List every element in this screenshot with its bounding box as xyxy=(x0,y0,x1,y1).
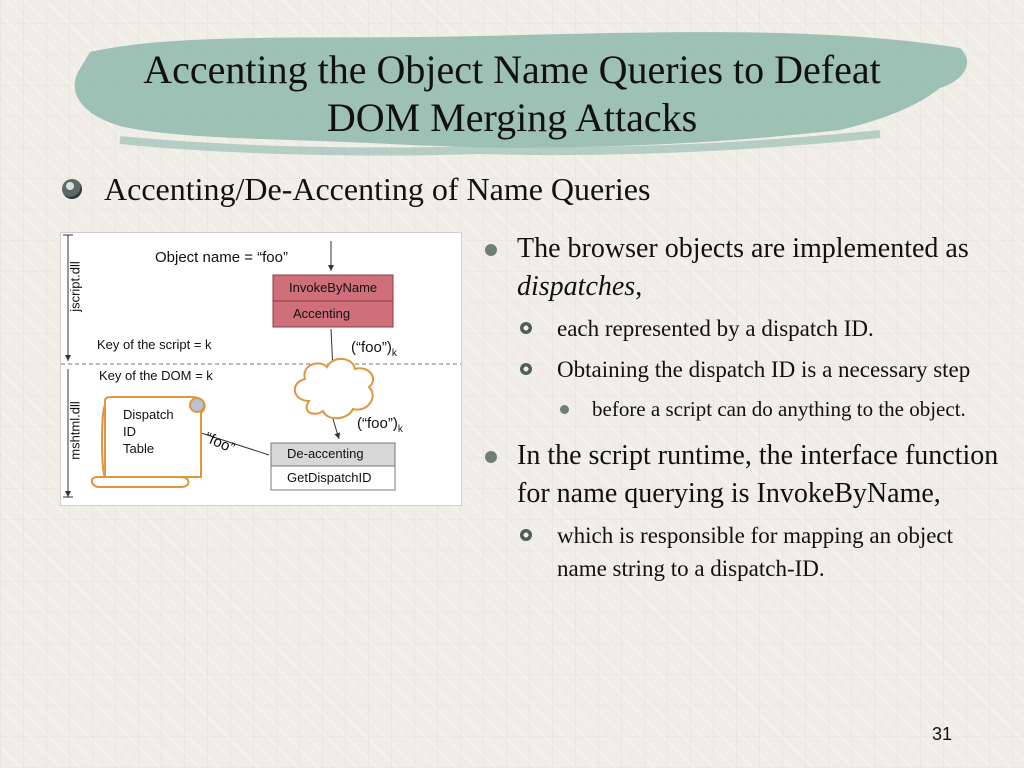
subscript-k-bottom: k xyxy=(397,424,403,435)
sub-sub-bullet-text: before a script can do anything to the o… xyxy=(592,397,966,421)
slide-title: Accenting the Object Name Queries to Def… xyxy=(60,46,964,142)
bullet-tail: , xyxy=(635,271,643,302)
bullet-browser-objects: The browser objects are implemented as d… xyxy=(482,230,1002,306)
bullet-icon xyxy=(485,244,497,256)
foo-k-top-text: (“foo”) xyxy=(351,339,392,356)
accenting-box-label: Accenting xyxy=(293,306,351,321)
foo-k-label-top: (“foo”)k xyxy=(351,339,397,359)
sub-bullet-icon xyxy=(520,529,532,541)
bullet-icon xyxy=(485,451,497,463)
bullet-icon xyxy=(62,179,82,199)
getdispatch-box-label: GetDispatchID xyxy=(287,470,372,485)
mshtml-label: mshtml.dll xyxy=(67,401,83,460)
table-line-1: Dispatch xyxy=(123,407,174,422)
foo-k-bottom-text: (“foo”) xyxy=(357,415,398,432)
title-brush-stroke xyxy=(74,32,968,156)
sub-bullet-text: Obtaining the dispatch ID is a necessary… xyxy=(557,357,971,382)
sub-bullet-dispatch-id: each represented by a dispatch ID. xyxy=(482,312,1002,345)
jscript-label: jscript.dll xyxy=(67,261,83,312)
title-line-1: Accenting the Object Name Queries to Def… xyxy=(143,47,881,92)
sub-sub-bullet-icon xyxy=(560,405,569,414)
getdispatch-box-shape xyxy=(270,465,396,491)
title-line-2: DOM Merging Attacks xyxy=(326,95,698,140)
sub-bullet-necessary-step: Obtaining the dispatch ID is a necessary… xyxy=(482,353,1002,386)
section-heading-text: Accenting/De-Accenting of Name Queries xyxy=(104,171,651,207)
arrow-to-deaccent xyxy=(332,418,341,440)
sub-bullet-icon xyxy=(520,322,532,334)
sub-bullet-mapping: which is responsible for mapping an obje… xyxy=(482,519,1002,585)
bullet-text: In the script runtime, the interface fun… xyxy=(517,440,999,509)
cloud-shape xyxy=(294,358,374,420)
invoke-box-label: InvokeByName xyxy=(289,280,378,295)
accenting-box-shape xyxy=(272,300,394,328)
sub-sub-bullet-before-script: before a script can do anything to the o… xyxy=(482,394,1002,425)
bullet-list: The browser objects are implemented as d… xyxy=(482,230,1002,593)
sub-bullet-text: which is responsible for mapping an obje… xyxy=(557,523,954,581)
bullet-text: The browser objects are implemented as xyxy=(517,233,969,264)
deaccenting-box-label: De-accenting xyxy=(287,446,364,461)
diagram-graphics xyxy=(61,234,461,498)
page-number: 31 xyxy=(932,724,953,744)
sub-bullet-icon xyxy=(520,363,532,375)
object-name-label: Object name = “foo” xyxy=(155,249,288,266)
scroll-shape xyxy=(104,396,206,478)
subscript-k-top: k xyxy=(391,348,397,359)
table-line-3: Table xyxy=(123,441,155,456)
foo-k-label-bottom: (“foo”)k xyxy=(357,415,403,435)
dispatch-diagram: Object name = “foo” InvokeByName Accenti… xyxy=(60,232,462,506)
key-dom-label: Key of the DOM = k xyxy=(99,368,213,383)
key-script-label: Key of the script = k xyxy=(97,337,212,352)
invoke-box-shape xyxy=(272,274,394,302)
sub-bullet-text: each represented by a dispatch ID. xyxy=(557,316,874,341)
table-line-2: ID xyxy=(123,424,136,439)
arrow-to-table xyxy=(194,429,270,456)
bullet-emphasis: dispatches xyxy=(517,271,636,302)
bullet-script-runtime: In the script runtime, the interface fun… xyxy=(482,437,1002,513)
